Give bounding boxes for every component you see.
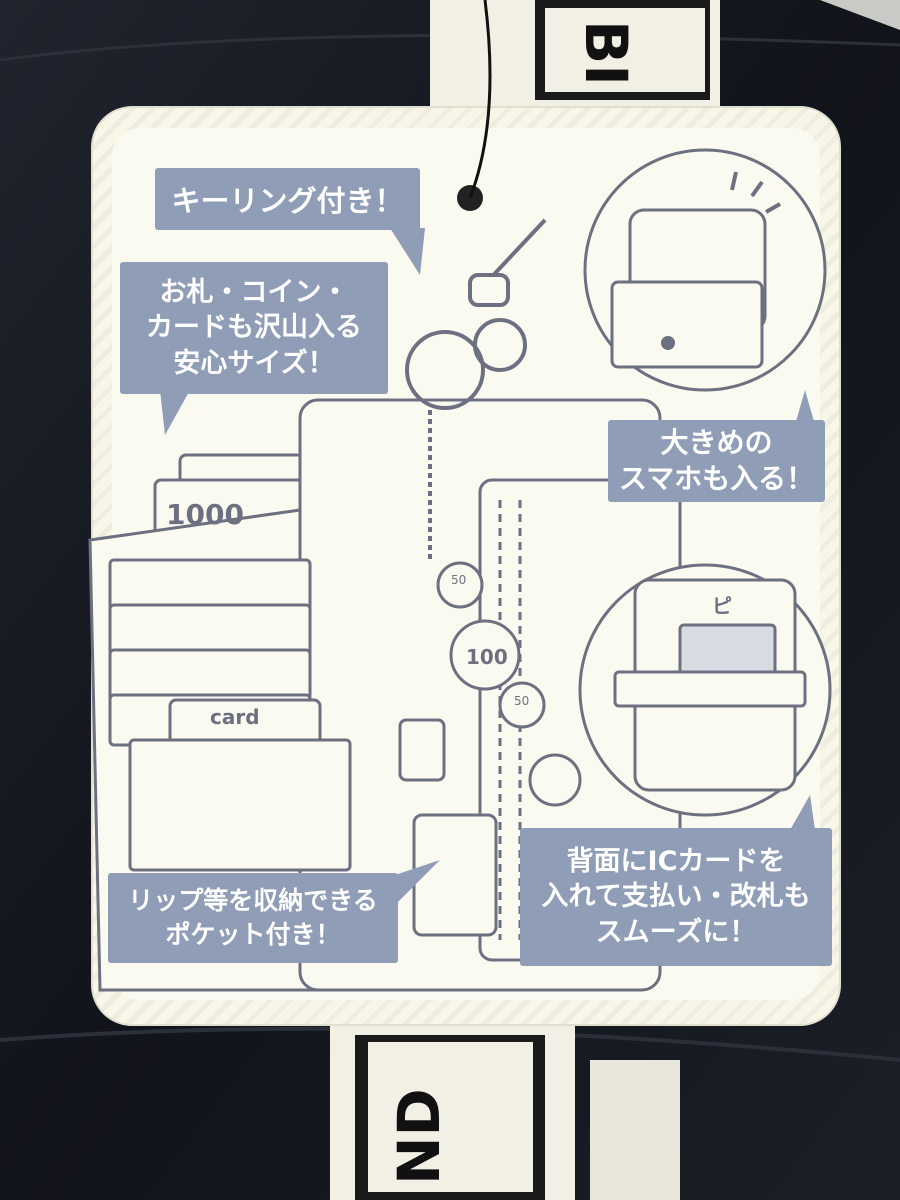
- callout-ic-card: 背面にICカードを 入れて支払い・改札も スムーズに！: [520, 828, 832, 966]
- coin-label-50: 50: [451, 573, 467, 587]
- ic-card-circle: [578, 563, 832, 817]
- coin-label-100: 100: [466, 645, 508, 669]
- bubble-tails: [160, 228, 815, 905]
- coin-illustrations: [436, 561, 582, 807]
- callout-keyring: キーリング付き！: [155, 168, 420, 230]
- ic-beep-label: ピ: [712, 594, 732, 618]
- strap-top-letters: BI: [572, 20, 640, 86]
- keyring-illustration: [405, 218, 547, 560]
- phone-circle: [583, 148, 827, 392]
- card-label: card: [210, 705, 260, 729]
- callout-phone: 大きめの スマホも入る！: [608, 420, 825, 502]
- coin-label-50-b: 50: [514, 694, 530, 708]
- bill-value-label: 1000: [166, 498, 244, 531]
- strap-top: [430, 0, 720, 130]
- strap-bottom-letters: ND: [385, 1088, 453, 1185]
- callout-lip: リップ等を収納できる ポケット付き！: [108, 873, 398, 963]
- strap-bottom: [330, 1020, 680, 1200]
- callout-capacity: お札・コイン・ カードも沢山入る 安心サイズ！: [120, 262, 388, 394]
